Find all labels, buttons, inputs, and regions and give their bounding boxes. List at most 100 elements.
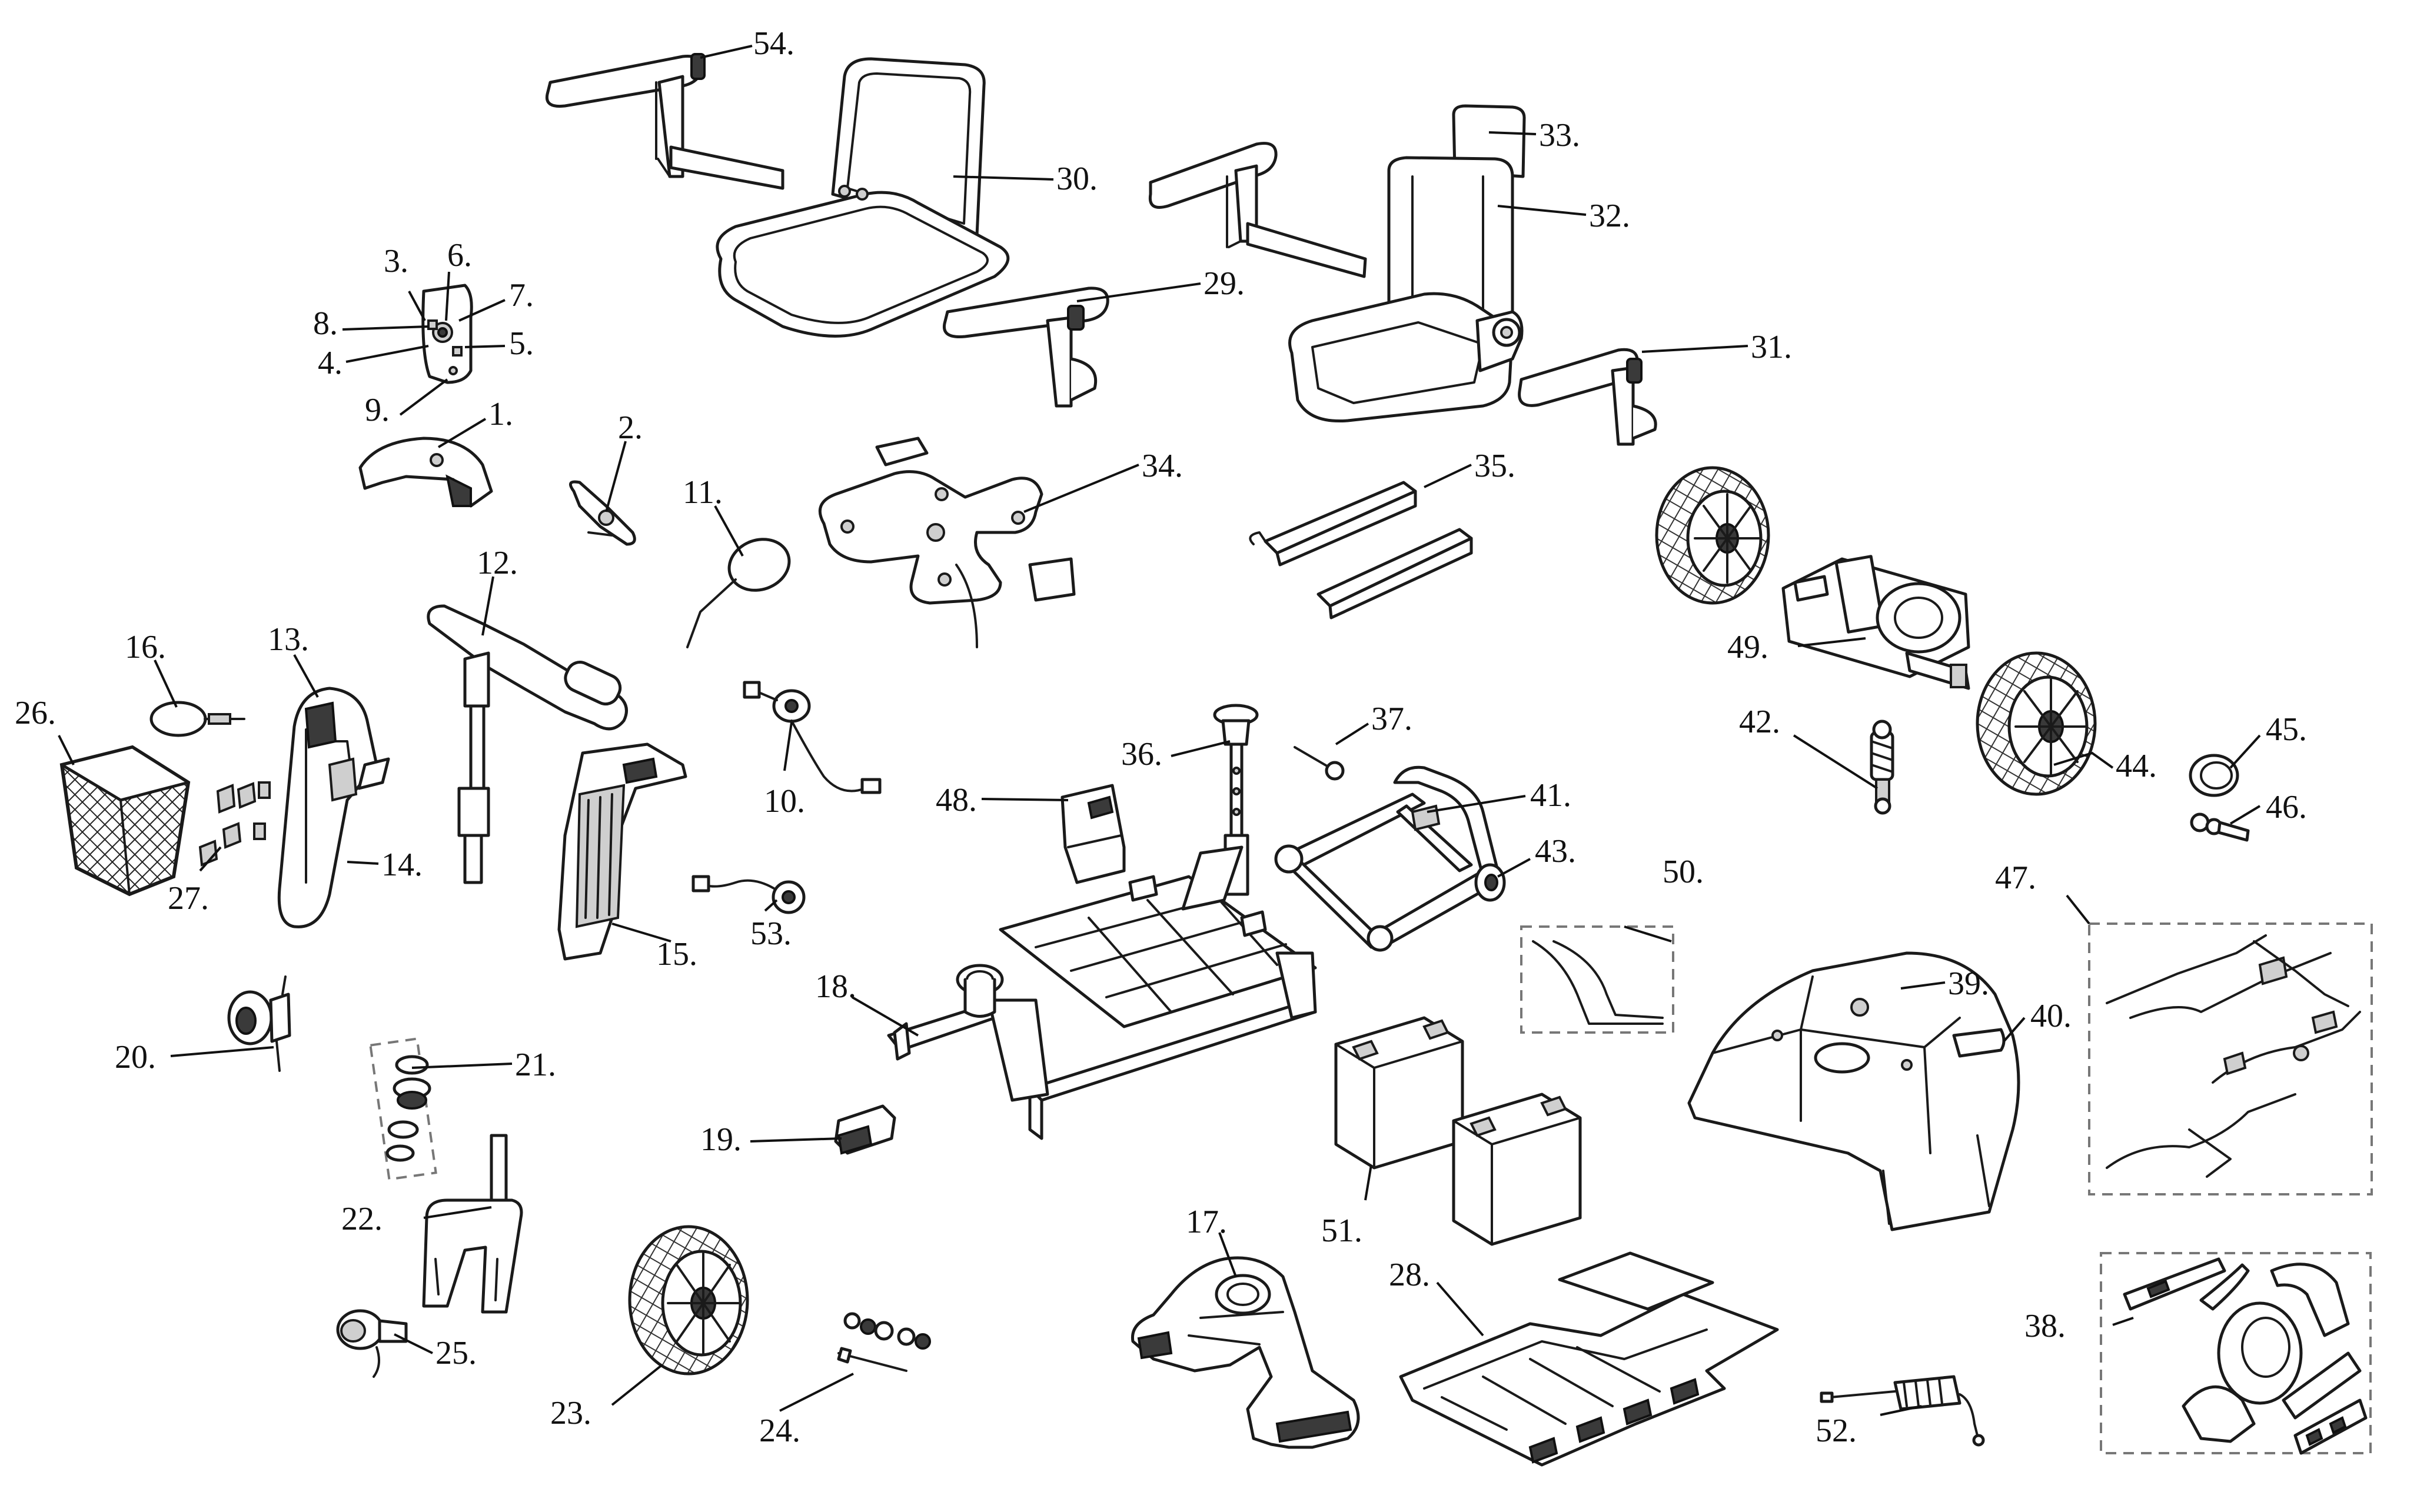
front-fork-22 [422,1134,523,1314]
mirror-11 [686,538,791,648]
label-46: 46. [2266,789,2307,825]
label-49: 49. [1727,629,1768,665]
rear-wheel-upper [1655,466,1770,605]
label-33: 33. [1539,117,1580,154]
label-14: 14. [381,847,423,883]
label-28: 28. [1389,1257,1430,1293]
label-16: 16. [125,629,166,665]
label-53: 53. [750,915,792,952]
label-42: 42. [1739,704,1780,740]
shock-absorber-42 [1870,720,1894,815]
seat-32 [1288,104,1526,423]
hub-cap-45 [2189,754,2239,797]
bolt-washer-46 [2190,812,2250,842]
armrest-54 [545,53,784,190]
front-wheel-23 [628,1225,749,1376]
label-35: 35. [1474,448,1515,484]
label-52: 52. [1816,1413,1857,1449]
label-6: 6. [447,237,472,274]
battery-tray-48 [1060,784,1126,884]
bracket-19 [834,1104,896,1155]
seat-30 [716,57,1010,338]
label-19: 19. [700,1121,742,1158]
seat-bracket-34 [818,437,1076,648]
key-16 [149,701,245,737]
part-labels: 54. 30. 29. 33. 32. 31. 34. 35. 3. 6. 7.… [15,25,2307,1449]
label-50: 50. [1663,854,1704,890]
basket-26 [59,745,191,897]
tiller-frame-15 [557,742,687,961]
seat-rails-35 [1249,481,1473,620]
floor-panel-28 [1399,1251,1779,1467]
console-cover-parts [421,284,473,384]
label-7: 7. [509,277,534,314]
pin-37 [1294,746,1345,781]
axle-kit-24 [837,1312,931,1372]
label-30: 30. [1056,161,1098,197]
clips-27 [198,781,271,867]
label-20: 20. [115,1039,156,1075]
label-54: 54. [753,25,794,62]
label-45: 45. [2266,711,2307,748]
label-39: 39. [1948,965,1989,1002]
label-32: 32. [1589,198,1630,234]
label-15: 15. [656,936,697,973]
headlight-25 [336,1309,408,1378]
console-1 [358,437,493,508]
armrest-31 [1518,348,1657,446]
label-23: 23. [550,1395,591,1431]
label-18: 18. [815,968,856,1005]
label-24: 24. [759,1413,800,1449]
label-13: 13. [268,621,309,658]
armrest-29 [942,287,1109,408]
tiller-cover-13-14 [277,687,390,928]
label-2: 2. [618,409,643,446]
label-26: 26. [15,695,56,731]
strip-kit-50 [1520,925,1674,1034]
front-shroud-17 [1131,1256,1360,1449]
horn-20 [227,975,291,1072]
main-frame-18 [887,845,1317,1140]
label-37: 37. [1371,701,1412,737]
label-48: 48. [936,782,977,818]
bearing-kit-21 [369,1037,437,1181]
label-25: 25. [435,1335,477,1371]
leader-lines [58,45,2261,1416]
rear-frame-41 [1274,765,1500,952]
rear-wheel-44 [1976,651,2097,796]
armrest-upper-right [1148,142,1367,278]
label-1: 1. [488,396,513,432]
label-9: 9. [365,392,390,428]
motor-transaxle-49 [1781,555,1970,690]
label-51: 51. [1321,1213,1362,1249]
label-21: 21. [515,1047,556,1083]
anti-tip-wheel-43 [1474,863,1506,902]
label-22: 22. [341,1201,383,1237]
label-8: 8. [313,305,338,342]
label-27: 27. [168,880,209,917]
wiring-harness-47 [2088,922,2373,1195]
label-34: 34. [1142,448,1183,484]
handlebar-12 [427,604,628,884]
batteries-51 [1334,1016,1582,1246]
label-4: 4. [318,345,343,381]
label-43: 43. [1535,833,1576,870]
label-47: 47. [1995,860,2036,896]
label-36: 36. [1121,736,1162,772]
label-41: 41. [1530,777,1571,814]
label-5: 5. [509,325,534,362]
trim-kit-38 [2100,1252,2372,1455]
throttle-lever-2 [568,480,636,546]
label-44: 44. [2116,748,2157,784]
label-10: 10. [764,783,805,820]
shroud-39-40 [1687,951,2020,1231]
charger-port-53 [691,875,806,914]
label-17: 17. [1186,1204,1227,1240]
charger-52 [1820,1375,1985,1447]
key-switch-10 [743,681,882,794]
label-38: 38. [2024,1308,2066,1344]
label-29: 29. [1203,265,1245,302]
label-11: 11. [683,474,723,511]
label-3: 3. [384,243,408,279]
